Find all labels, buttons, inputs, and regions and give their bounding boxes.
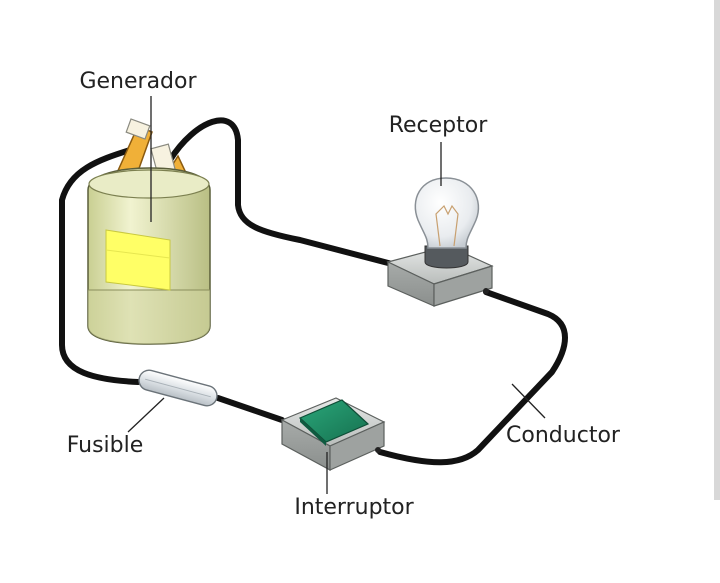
wire-fuse-switch (215, 395, 285, 423)
bulb-filament (435, 204, 459, 247)
label-interruptor: Interruptor (294, 495, 414, 520)
label-conductor: Conductor (506, 423, 621, 448)
wire-generator-fuse (59, 147, 141, 385)
label-fusible: Fusible (67, 433, 144, 458)
wire-generator-receptor (167, 117, 395, 267)
wire-receptor-switch (377, 289, 568, 466)
label-receptor: Receptor (389, 113, 489, 138)
right-edge-bar (714, 0, 720, 500)
switch (280, 397, 386, 472)
leader-lines (127, 96, 546, 494)
wires (59, 117, 568, 466)
battery-label (105, 229, 171, 291)
receptor-terminal (483, 288, 489, 294)
leader-fuse (127, 397, 165, 433)
generator-battery (87, 118, 211, 345)
leader-conductor (511, 383, 546, 419)
label-generador: Generador (79, 69, 197, 94)
switch-rocker (298, 399, 370, 443)
fuse (138, 369, 218, 407)
switch-terminal (375, 447, 381, 453)
receptor-lamp (386, 177, 494, 307)
